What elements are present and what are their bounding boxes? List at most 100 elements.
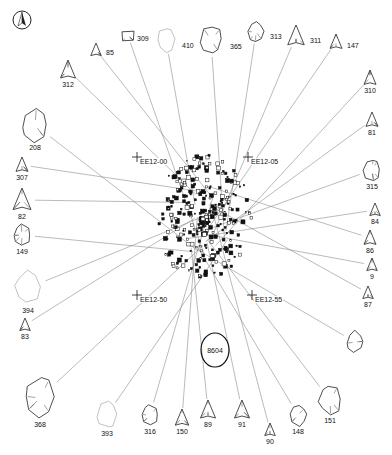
find-point xyxy=(179,178,181,180)
find-point xyxy=(170,200,173,203)
find-point xyxy=(188,231,191,234)
find-point xyxy=(175,220,179,224)
leader-line xyxy=(191,248,207,399)
find-point xyxy=(166,198,170,202)
find-point xyxy=(199,222,201,224)
find-point xyxy=(195,263,197,265)
find-point xyxy=(192,234,195,237)
find-point xyxy=(215,204,217,206)
find-point xyxy=(250,216,253,219)
specimen-number: 9 xyxy=(369,273,375,280)
find-point xyxy=(199,212,201,214)
find-point xyxy=(195,269,198,272)
find-point xyxy=(199,157,202,160)
find-point xyxy=(198,229,201,232)
find-point xyxy=(222,229,224,231)
find-point xyxy=(180,233,183,236)
grid-point-label: EE12-00 xyxy=(139,158,168,165)
find-point xyxy=(237,234,240,237)
find-point xyxy=(227,221,230,224)
find-point xyxy=(220,272,223,275)
find-point xyxy=(203,163,205,165)
find-point xyxy=(212,212,214,214)
find-point xyxy=(194,213,195,214)
find-point xyxy=(222,204,225,207)
find-point xyxy=(233,193,234,194)
find-point xyxy=(177,258,181,262)
find-point xyxy=(206,221,209,224)
find-point xyxy=(222,262,226,266)
find-point xyxy=(241,220,245,224)
specimen-number: 82 xyxy=(17,213,27,220)
find-point xyxy=(190,268,192,270)
find-point xyxy=(219,187,221,189)
find-point xyxy=(203,259,206,262)
find-point xyxy=(206,222,209,225)
specimen-number: 307 xyxy=(15,174,29,181)
find-point xyxy=(175,217,177,219)
find-point xyxy=(239,253,242,256)
find-point xyxy=(190,250,191,251)
find-point xyxy=(219,215,223,219)
find-point xyxy=(165,254,167,256)
find-point xyxy=(167,238,168,239)
find-point xyxy=(229,218,232,221)
find-point xyxy=(235,195,236,196)
find-point xyxy=(226,198,228,200)
leader-line xyxy=(115,240,227,403)
find-point xyxy=(170,213,173,216)
find-point xyxy=(235,219,237,221)
specimen-number: 89 xyxy=(203,421,213,428)
find-point xyxy=(173,175,177,179)
find-point xyxy=(218,248,221,251)
find-point xyxy=(180,186,183,189)
leader-line xyxy=(32,218,195,320)
leader-line xyxy=(216,85,364,246)
find-point xyxy=(191,224,194,227)
find-point xyxy=(198,240,200,242)
find-point xyxy=(168,175,169,176)
find-point xyxy=(228,259,230,261)
specimen-number: 310 xyxy=(363,87,377,94)
lithic-drawing xyxy=(200,27,221,53)
find-point xyxy=(217,166,221,170)
leader-line xyxy=(50,137,197,251)
find-point xyxy=(183,213,185,215)
find-point xyxy=(188,211,192,215)
find-point xyxy=(223,218,225,220)
find-point xyxy=(176,188,178,190)
find-point xyxy=(196,178,199,181)
find-point xyxy=(190,205,194,209)
find-point xyxy=(190,205,193,208)
leader-line xyxy=(57,246,203,383)
find-point xyxy=(170,217,173,220)
find-point xyxy=(200,221,204,225)
find-point xyxy=(187,176,191,180)
find-point xyxy=(193,228,195,230)
find-point xyxy=(219,209,222,212)
specimen-number: 84 xyxy=(370,218,380,225)
find-point xyxy=(234,256,235,257)
find-point xyxy=(234,174,237,177)
north-arrow xyxy=(13,11,31,29)
lithic-drawing xyxy=(235,400,250,418)
find-point xyxy=(198,274,200,276)
find-point xyxy=(202,254,205,257)
specimen-number: 90 xyxy=(265,438,275,445)
find-point xyxy=(183,234,184,235)
find-point xyxy=(233,170,236,173)
find-point xyxy=(214,235,218,239)
find-point xyxy=(186,160,187,161)
find-point xyxy=(209,259,211,261)
specimen-number: 147 xyxy=(346,42,360,49)
find-point xyxy=(206,219,208,221)
find-point xyxy=(200,250,202,252)
leader-line xyxy=(196,249,343,335)
leader-line xyxy=(210,202,268,422)
lithic-drawing xyxy=(61,60,76,78)
find-point xyxy=(176,262,178,264)
find-point xyxy=(210,208,212,210)
find-point xyxy=(224,172,227,175)
lithic-drawing xyxy=(367,258,378,271)
